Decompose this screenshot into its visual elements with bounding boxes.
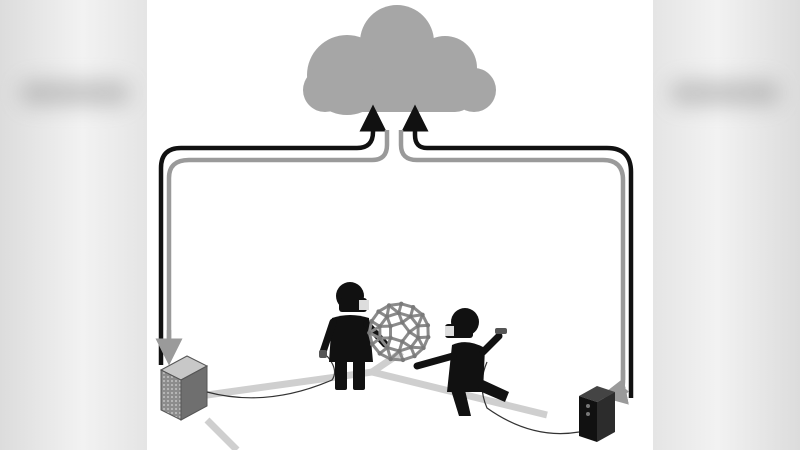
molecule-atom	[400, 357, 406, 363]
fullerene-molecule-icon	[367, 301, 431, 363]
molecule-atom	[408, 314, 413, 319]
blurred-background-right	[650, 0, 800, 450]
molecule-atom	[376, 309, 381, 314]
molecule-atom	[377, 351, 382, 356]
molecule-atom	[388, 356, 393, 362]
molecule-atom	[377, 324, 382, 329]
molecule-atom	[377, 335, 383, 341]
molecule-atom	[410, 304, 416, 310]
molecule-atom	[386, 303, 392, 308]
molecule-atom	[397, 348, 402, 354]
molecule-atom	[388, 323, 393, 329]
vr-user-left	[319, 282, 389, 390]
cloud-icon	[303, 5, 496, 115]
molecule-atom	[408, 345, 414, 350]
vr-cables	[206, 355, 580, 435]
molecule-atom	[420, 312, 425, 317]
molecule-atom	[399, 301, 404, 307]
arrow-right-to-cloud	[398, 104, 634, 399]
molecule-atom	[400, 339, 405, 344]
molecule-atom	[425, 323, 431, 328]
arrow-cloud-to-right-pc	[599, 370, 629, 405]
molecule-atom	[367, 330, 372, 335]
molecule-atom	[400, 320, 405, 325]
blurred-background-left	[0, 0, 150, 450]
molecule-atom	[396, 310, 401, 316]
molecule-atom	[369, 319, 374, 324]
vr-cloud-diagram	[155, 5, 634, 450]
molecule-atom	[415, 323, 421, 329]
server-rack-icon	[159, 355, 209, 421]
molecule-atom	[407, 329, 412, 335]
molecule-atom	[388, 335, 393, 341]
floor-lines	[204, 349, 548, 450]
molecule-atom	[370, 342, 375, 347]
molecule-atom	[412, 353, 417, 359]
molecule-atom	[421, 345, 426, 351]
molecule-atom	[385, 345, 390, 350]
molecule-atom	[384, 314, 390, 319]
desktop-tower-icon	[579, 386, 615, 442]
diagram-panel	[147, 0, 653, 450]
vr-user-right	[413, 308, 509, 416]
molecule-atom	[426, 334, 431, 340]
molecule-atom	[416, 335, 421, 340]
